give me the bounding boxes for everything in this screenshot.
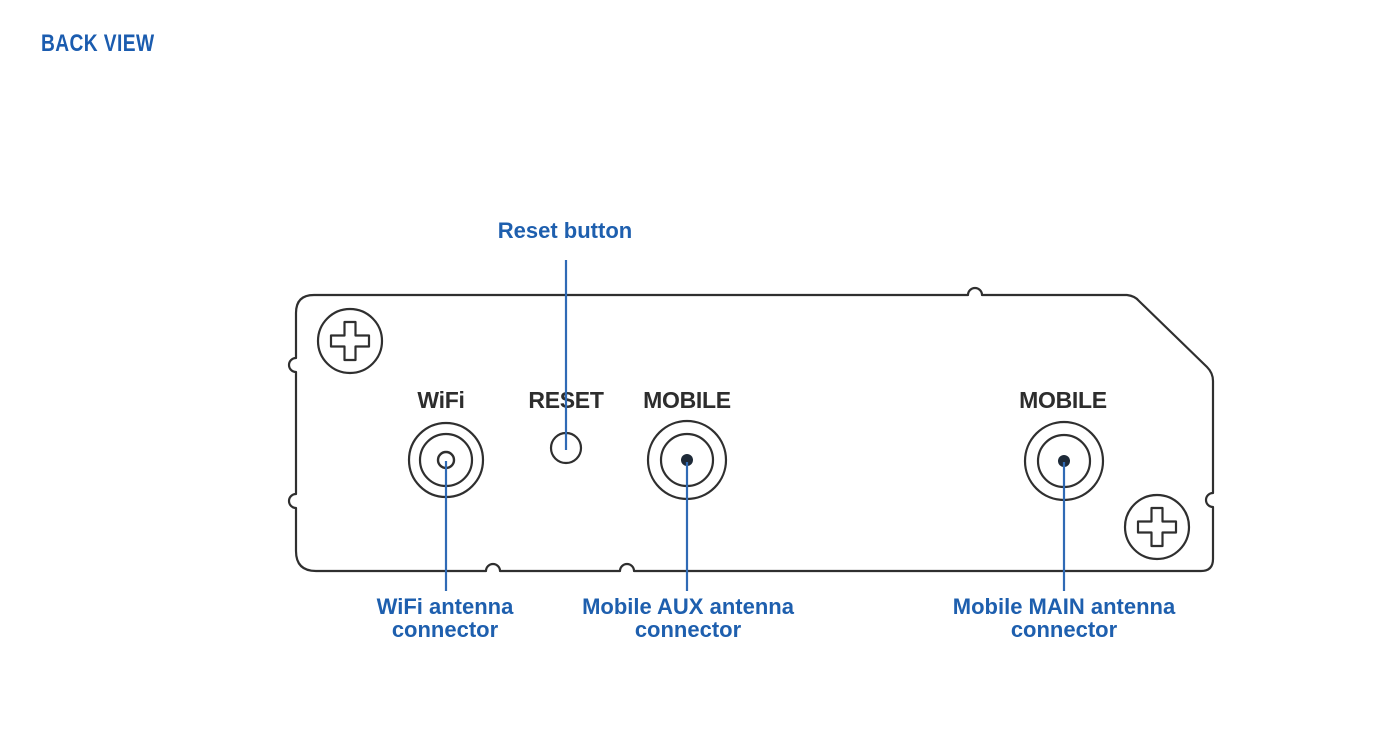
panel-label-mobile-aux: MOBILE [643,387,731,413]
panel-label-mobile-main: MOBILE [1019,387,1107,413]
callout-label-wifi-antenna: WiFi antenna connector [376,594,514,642]
phillips-screw-icon [1123,493,1191,561]
phillips-screw-icon [316,307,384,375]
callout-label-mobile-aux-antenna: Mobile AUX antenna connector [582,594,794,642]
callout-label-reset-button: Reset button [497,218,633,243]
panel-label-reset: RESET [528,387,604,413]
callout-label-mobile-main-antenna: Mobile MAIN antenna connector [952,594,1176,642]
mobile-aux-antenna-connector [646,419,728,501]
panel-label-wifi: WiFi [417,387,465,413]
panel-outline [287,286,1215,573]
mobile-main-antenna-connector [1023,420,1105,502]
wifi-antenna-connector [407,421,485,499]
page-title: BACK VIEW [41,30,155,57]
reset-button [549,431,583,465]
